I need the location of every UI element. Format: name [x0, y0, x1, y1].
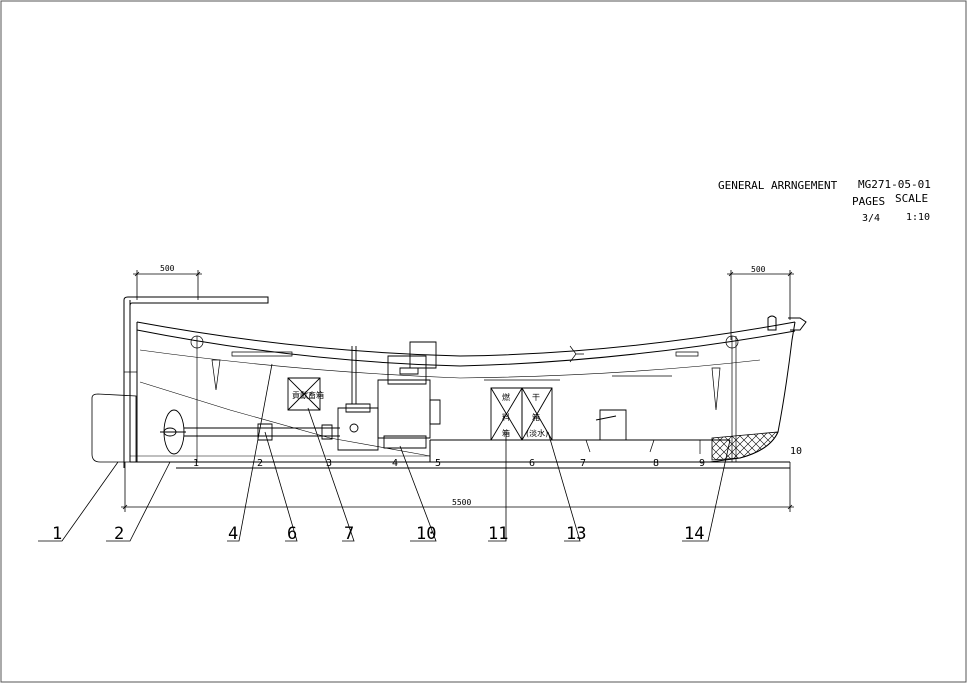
equipment-box — [288, 378, 320, 410]
rudder — [92, 394, 136, 462]
fwd-dimension — [727, 270, 794, 340]
scale-value: 1:10 — [906, 212, 930, 223]
station-2: 2 — [257, 458, 263, 469]
callout-14: 14 — [684, 524, 704, 544]
fuel-tank-label-1: 燃 — [502, 392, 510, 402]
station-6: 6 — [529, 458, 535, 469]
callout-2: 2 — [114, 524, 124, 544]
station-9: 9 — [699, 458, 705, 469]
callout-10: 10 — [416, 524, 436, 544]
engine — [338, 342, 440, 450]
title-block: GENERAL ARRNGEMENT MG271-05-01 PAGES SCA… — [718, 178, 931, 224]
callout-leaders — [38, 364, 730, 541]
station-1: 1 — [193, 458, 199, 469]
propeller — [160, 410, 186, 454]
propeller-shaft — [184, 424, 340, 440]
station-8: 8 — [653, 458, 659, 469]
overall-length-label: 5500 — [452, 498, 471, 507]
drawing-title: GENERAL ARRNGEMENT — [718, 179, 838, 192]
station-4: 4 — [392, 458, 398, 469]
hull — [124, 297, 806, 468]
callout-4: 4 — [228, 524, 238, 544]
water-tank — [522, 388, 552, 440]
drawing-number: MG271-05-01 — [858, 178, 931, 191]
overall-length-dimension — [121, 462, 794, 512]
equipment-box-label: 貢獻畜箱 — [292, 390, 324, 400]
station-5: 5 — [435, 458, 441, 469]
aft-dimension-label: 500 — [160, 264, 175, 273]
bottom-frames — [586, 440, 700, 454]
hull-fittings — [124, 336, 738, 462]
fwd-dimension-label: 500 — [751, 265, 766, 274]
water-tank-label-1: 干 — [532, 393, 540, 402]
callout-13: 13 — [566, 524, 586, 544]
callout-1: 1 — [52, 524, 62, 544]
station-10: 10 — [790, 446, 802, 457]
callout-7: 7 — [344, 524, 354, 544]
fore-peak-buoyancy — [712, 432, 778, 460]
water-tank-label-2: 箱 — [532, 412, 540, 422]
station-7: 7 — [580, 458, 586, 469]
fuel-tank-label-2: 料 — [502, 412, 510, 422]
water-tank-label-3: (淡水) — [526, 428, 548, 438]
aft-dimension — [133, 270, 202, 300]
callout-11: 11 — [488, 524, 508, 544]
station-3: 3 — [326, 458, 332, 469]
bucket — [596, 410, 626, 440]
pages-value: 3/4 — [862, 213, 880, 224]
scale-label: SCALE — [895, 192, 928, 205]
callout-6: 6 — [287, 524, 297, 544]
pages-label: PAGES — [852, 195, 885, 208]
